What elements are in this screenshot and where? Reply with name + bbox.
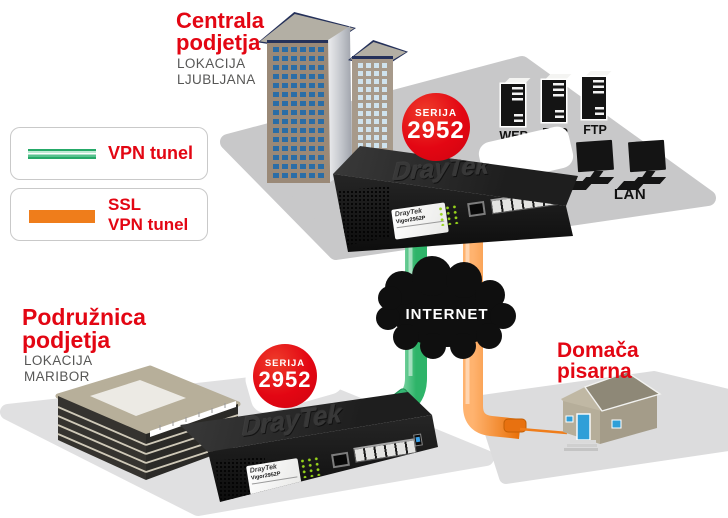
- legend-box-ssl: SSL VPN tunel: [10, 188, 208, 241]
- legend-box-vpn: VPN tunel: [10, 127, 208, 180]
- router-led-panel: [298, 455, 324, 479]
- vpn-line-swatch: [28, 149, 96, 159]
- serija-badge-branch: SERIJA 2952: [253, 344, 317, 408]
- router-sfp-port: [467, 200, 486, 218]
- internet-cloud-icon: [376, 256, 516, 359]
- ssl-line-swatch: [29, 210, 95, 223]
- serija-badge-hq: SERIJA 2952: [402, 93, 470, 161]
- router-led-panel: [436, 203, 462, 227]
- branch-title: Podružnica podjetja: [22, 304, 146, 353]
- hq-title: Centrala podjetja: [176, 8, 265, 55]
- router-usb-port: [413, 433, 423, 447]
- vpn-legend-label: VPN tunel: [108, 143, 194, 163]
- ssl-legend-label: SSL VPN tunel: [108, 195, 189, 234]
- home-office-title: Domača pisarna: [557, 339, 639, 383]
- lan-label: LAN: [613, 186, 647, 203]
- router-sfp-port: [331, 451, 350, 469]
- branch-location: LOKACIJA MARIBOR: [24, 353, 93, 384]
- hq-tower-left: [267, 40, 330, 183]
- hq-location: LOKACIJA LJUBLJANA: [177, 56, 256, 87]
- home-office-house-icon: [561, 371, 662, 451]
- internet-label: INTERNET: [405, 306, 489, 323]
- server-label-ftp: FTP: [583, 123, 607, 137]
